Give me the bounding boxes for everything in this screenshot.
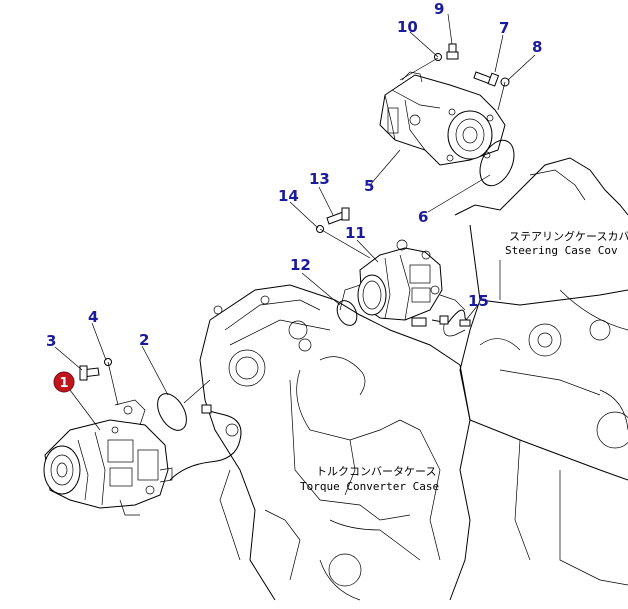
- part-7-bolt: [473, 71, 500, 87]
- callout-11[interactable]: 11: [345, 224, 366, 242]
- torque-case-label-en: Torque Converter Case: [300, 480, 439, 493]
- steering-case-label-jp: ステアリングケースカバ: [509, 229, 628, 243]
- part-13-bolt: [326, 207, 350, 225]
- callout-6[interactable]: 6: [418, 208, 428, 226]
- callout-2[interactable]: 2: [139, 331, 149, 349]
- part-2-o-ring: [157, 393, 187, 431]
- callout-13[interactable]: 13: [309, 170, 330, 188]
- part-6-o-ring: [479, 139, 515, 187]
- torque-case-label-jp: トルクコンバータケース: [316, 465, 436, 478]
- callout-14[interactable]: 14: [278, 187, 299, 205]
- steering-case-housing: [454, 157, 628, 586]
- callout-1[interactable]: 1: [59, 376, 68, 391]
- callout-9[interactable]: 9: [434, 0, 444, 18]
- part-15-sensor: [431, 309, 471, 337]
- callout-3[interactable]: 3: [46, 332, 56, 350]
- callout-10[interactable]: 10: [397, 18, 418, 36]
- part-1-pump: [43, 399, 173, 516]
- callout-12[interactable]: 12: [290, 256, 311, 274]
- torque-converter-case-housing: [199, 284, 471, 601]
- part-11-pump: [357, 239, 466, 327]
- steering-case-label-en: Steering Case Cov: [505, 244, 618, 257]
- callout-15[interactable]: 15: [468, 292, 489, 310]
- callout-8[interactable]: 8: [532, 38, 542, 56]
- part-3-bolt: [79, 365, 100, 381]
- part-5-pump: [379, 71, 506, 166]
- callout-4[interactable]: 4: [88, 308, 98, 326]
- part-12-o-ring: [336, 300, 358, 326]
- callout-5[interactable]: 5: [364, 177, 374, 195]
- harness-cable: [169, 404, 242, 481]
- callout-1-highlight: [53, 371, 75, 393]
- leader-lines: [54, 13, 536, 431]
- callout-7[interactable]: 7: [499, 19, 509, 37]
- part-9-bolt: [446, 43, 459, 60]
